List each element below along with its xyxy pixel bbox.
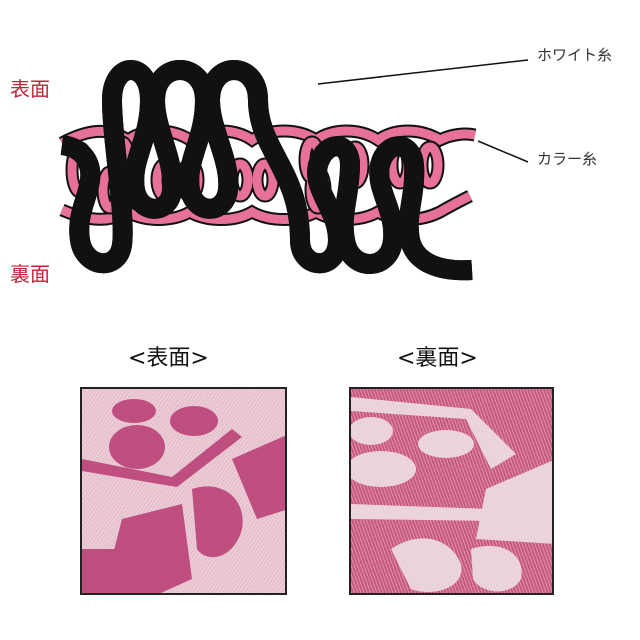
- white-yarn: [62, 70, 472, 270]
- back-photo-title: <裏面>: [397, 346, 478, 371]
- yarn-loop-illustration: [0, 59, 529, 300]
- white-yarn-leader: [317, 59, 529, 85]
- front-side-label: 表面: [10, 77, 50, 101]
- knit-structure-diagram: 表面 裏面 ホワイト糸 カラー糸: [0, 0, 640, 300]
- back-logo-motif: [351, 397, 552, 592]
- white-yarn-callout: ホワイト糸: [537, 46, 613, 64]
- front-side-photo: [80, 387, 287, 595]
- color-yarn-callout: カラー糸: [537, 150, 598, 168]
- back-side-photo: [349, 387, 554, 595]
- back-side-label: 裏面: [10, 262, 50, 286]
- front-logo-motif: [82, 399, 285, 593]
- front-photo-title: <表面>: [128, 346, 209, 371]
- color-yarn-leader: [477, 140, 529, 163]
